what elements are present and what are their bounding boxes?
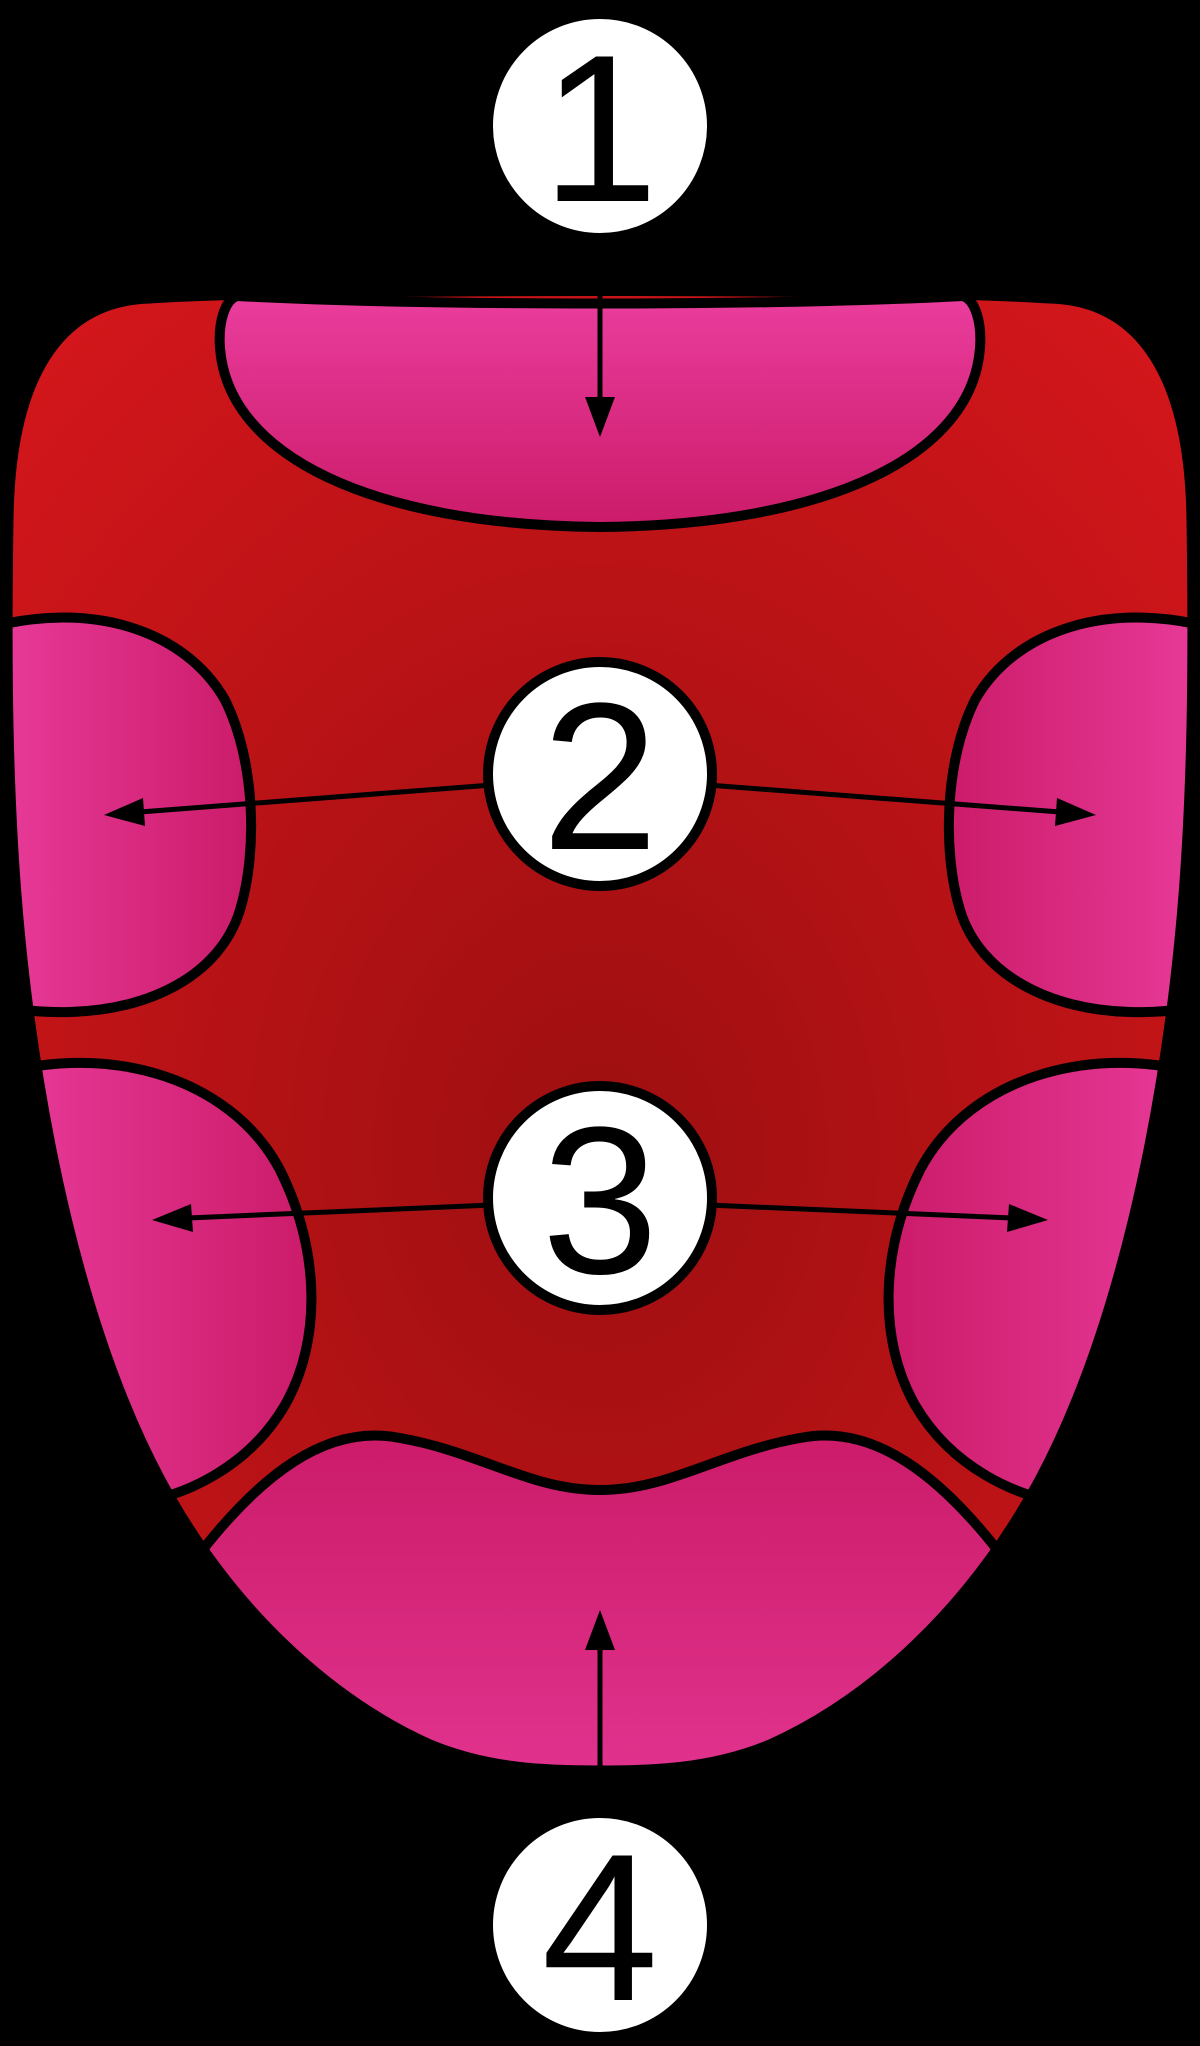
callout-1-circle: [483, 9, 717, 243]
callout-1-label: 1: [542, 11, 659, 246]
arrowhead-right-icon: [1007, 1204, 1048, 1232]
callout-3-arrow-right: [707, 1202, 1048, 1232]
callout-2: 2: [104, 657, 1096, 894]
callout-4: 4: [483, 1610, 717, 2045]
callout-2-arrow-left: [104, 782, 493, 826]
arrowhead-left-icon: [104, 798, 145, 826]
arrowhead-left-icon: [152, 1204, 193, 1232]
arrowhead-down-icon: [585, 397, 615, 437]
arrow-line: [187, 1202, 493, 1221]
callout-1-arrow: [585, 240, 615, 437]
arrow-line: [139, 782, 493, 815]
arrow-line: [707, 1202, 1013, 1221]
callout-2-circle: [483, 657, 717, 891]
callout-4-arrow: [585, 1610, 615, 1808]
callout-2-label: 2: [542, 659, 659, 894]
callout-4-circle: [483, 1808, 717, 2042]
arrowhead-up-icon: [585, 1610, 615, 1650]
callout-3-label: 3: [542, 1083, 659, 1318]
callout-2-arrow-right: [707, 782, 1096, 826]
callout-1: 1: [483, 9, 717, 437]
callout-4-label: 4: [542, 1810, 659, 2045]
arrowhead-right-icon: [1055, 798, 1096, 826]
callout-3: 3: [152, 1081, 1048, 1318]
callout-3-arrow-left: [152, 1202, 493, 1232]
callout-3-circle: [483, 1081, 717, 1315]
arrow-line: [707, 782, 1061, 815]
